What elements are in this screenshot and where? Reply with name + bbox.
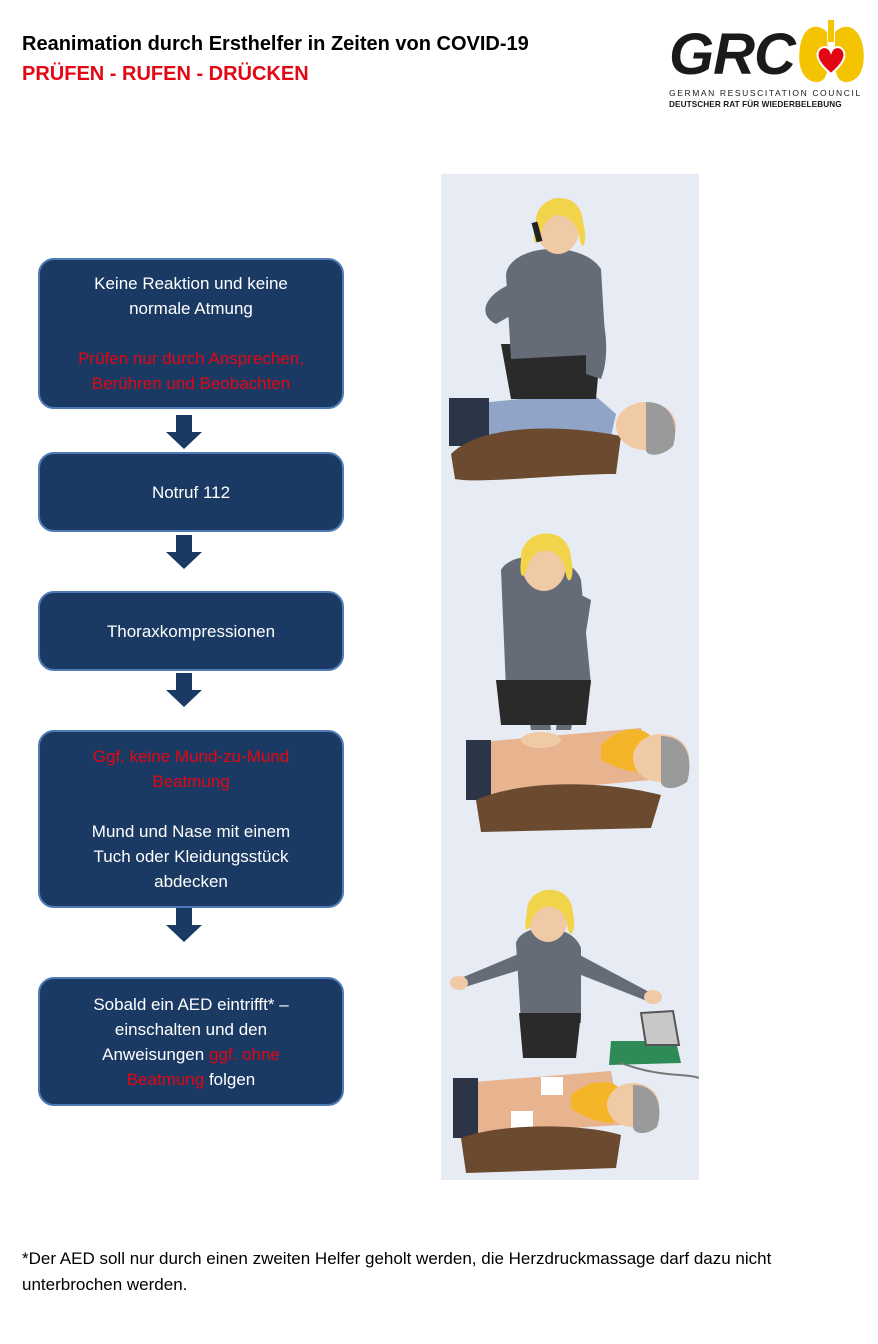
flow-step-call: Notruf 112 bbox=[38, 452, 344, 532]
flow-step-check: Keine Reaktion und keine normale Atmung … bbox=[38, 258, 344, 409]
flow-step-compressions: Thoraxkompressionen bbox=[38, 591, 344, 671]
grc-logo: GRC GERMAN RESUSCITATION COUNCIL DEUTSCH… bbox=[665, 12, 870, 112]
step-text: Keine Reaktion und keine bbox=[94, 274, 288, 293]
page-title: Reanimation durch Ersthelfer in Zeiten v… bbox=[22, 33, 529, 55]
step-text: Thoraxkompressionen bbox=[106, 621, 276, 641]
logo-text-english: GERMAN RESUSCITATION COUNCIL bbox=[669, 88, 862, 98]
step-text: Tuch oder Kleidungsstück bbox=[93, 847, 289, 866]
page-subtitle: PRÜFEN - RUFEN - DRÜCKEN bbox=[22, 63, 309, 85]
step-text: Mund und Nase mit einem bbox=[91, 822, 291, 841]
flow-step-aed: Sobald ein AED eintrifft* – einschalten … bbox=[38, 977, 344, 1106]
step-note: Ggf. keine Mund-zu-Mund bbox=[92, 747, 290, 766]
logo-text-german: DEUTSCHER RAT FÜR WIEDERBELEBUNG bbox=[669, 100, 842, 109]
arrow-down-icon bbox=[166, 673, 202, 707]
illustration-calling bbox=[441, 174, 699, 510]
flow-step-cover-face: Ggf. keine Mund-zu-Mund Beatmung Mund un… bbox=[38, 730, 344, 908]
step-text: Sobald ein AED eintrifft* – bbox=[93, 994, 289, 1014]
step-text: Anweisungen ggf. ohne bbox=[102, 1044, 280, 1064]
illustration-compressions bbox=[441, 510, 699, 873]
arrow-down-icon bbox=[166, 415, 202, 449]
illustration-aed bbox=[441, 873, 700, 1180]
logo-abbreviation: GRC bbox=[669, 22, 796, 87]
footnote: *Der AED soll nur durch einen zweiten He… bbox=[22, 1249, 772, 1294]
step-note: Beatmung bbox=[152, 772, 230, 791]
step-note: Berühren und Beobachten bbox=[91, 374, 291, 393]
step-text: normale Atmung bbox=[129, 299, 253, 318]
arrow-down-icon bbox=[166, 535, 202, 569]
step-text: Notruf 112 bbox=[151, 482, 231, 502]
arrow-down-icon bbox=[166, 908, 202, 942]
step-note: Prüfen nur durch Ansprechen, bbox=[78, 349, 304, 368]
step-text: einschalten und den bbox=[114, 1019, 268, 1039]
lungs-heart-icon bbox=[799, 20, 864, 83]
step-text: Beatmung folgen bbox=[126, 1069, 256, 1089]
step-text: abdecken bbox=[154, 872, 228, 891]
